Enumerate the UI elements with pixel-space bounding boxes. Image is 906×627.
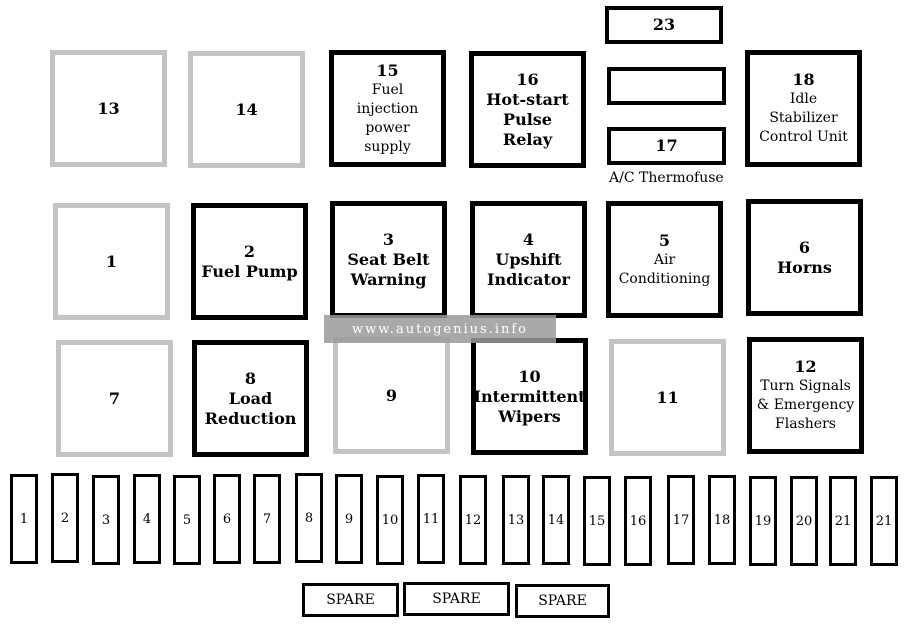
relay-number: 1 — [105, 251, 118, 271]
relay-number: 6 — [798, 237, 811, 257]
relay-14: 14 — [188, 51, 305, 168]
relay-number: 23 — [652, 15, 676, 34]
relay-label-line: Pulse — [503, 109, 552, 129]
relay-label-line: Conditioning — [618, 270, 711, 287]
fuse-6: 6 — [213, 474, 241, 564]
fuse-20: 20 — [790, 476, 818, 566]
relay-label-line: Indicator — [487, 269, 570, 289]
relay-23: 23 — [605, 6, 723, 44]
relay-number: 5 — [658, 230, 671, 250]
relay-number: 8 — [244, 368, 257, 388]
fuse-13: 13 — [502, 475, 530, 565]
relay-number: 17 — [655, 136, 678, 155]
relay-16: 16 Hot-start Pulse Relay — [469, 51, 586, 168]
relay-number: 16 — [516, 69, 539, 89]
relay-label-line: Idle — [789, 91, 818, 107]
relay-label-line: Turn Signals — [760, 378, 851, 394]
relay-label-line: Flashers — [775, 416, 836, 432]
relay-9: 9 — [333, 337, 450, 454]
fuse-2: 2 — [51, 473, 79, 563]
relay-17: 17 — [607, 127, 726, 165]
relay-number: 12 — [794, 357, 817, 376]
fuse-15: 15 — [583, 476, 611, 566]
relay-18: 18 Idle Stabilizer Control Unit — [745, 50, 862, 167]
relay-1: 1 — [53, 203, 170, 320]
relay-3: 3 Seat Belt Warning — [330, 201, 447, 318]
relay-label-line: & Emergency — [756, 397, 855, 413]
relay-label-line: Control Unit — [759, 129, 848, 145]
relay-label-line: Warning — [350, 269, 427, 289]
fuse-9: 9 — [335, 474, 363, 564]
fuse-12: 12 — [459, 475, 487, 565]
spare-slot-3: SPARE — [515, 584, 610, 618]
relay-label-line: Load — [228, 388, 273, 408]
fuse-4: 4 — [133, 474, 161, 564]
fuse-18: 18 — [708, 475, 736, 565]
relay-number: 13 — [97, 98, 120, 118]
relay-label-line: Hot-start — [486, 89, 569, 109]
relay-15: 15 Fuel injection power supply — [329, 50, 446, 167]
relay-number: 10 — [518, 366, 541, 386]
fuse-10: 10 — [376, 475, 404, 565]
relay-5: 5 Air Conditioning — [606, 201, 723, 318]
fuse-11: 11 — [417, 474, 445, 564]
watermark: www.autogenius.info — [324, 315, 556, 343]
fuse-19: 19 — [749, 476, 777, 566]
fuse-3: 3 — [92, 475, 120, 565]
relay-number: 14 — [235, 99, 258, 119]
relay-12: 12 Turn Signals & Emergency Flashers — [747, 337, 864, 454]
relay-label-line: injection — [356, 100, 419, 117]
relay-number: 2 — [243, 241, 256, 261]
relay-label-line: Intermittent — [473, 386, 586, 406]
relay-2: 2 Fuel Pump — [191, 203, 308, 320]
relay-label-line: Wipers — [498, 406, 561, 426]
relay-slot-unlabeled — [607, 67, 726, 105]
relay-number: 9 — [385, 385, 398, 405]
relay-label-line: power — [365, 119, 410, 136]
relay-label-line: Upshift — [495, 249, 562, 269]
fuse-21: 21 — [829, 476, 857, 566]
relay-label-line: Stabilizer — [769, 110, 838, 126]
relay-number: 7 — [108, 388, 121, 408]
fuse-22: 21 — [870, 476, 898, 566]
fuse-17: 17 — [667, 475, 695, 565]
relay-label-line: Relay — [502, 129, 553, 149]
relay-number: 15 — [376, 60, 399, 80]
relay-label-line: Fuel — [371, 81, 404, 98]
fuse-8: 8 — [295, 473, 323, 563]
relay-label-line: supply — [364, 138, 411, 155]
fuse-1: 1 — [10, 474, 38, 564]
relay-number: 18 — [792, 70, 815, 89]
relay-10: 10 Intermittent Wipers — [471, 338, 588, 455]
fuse-5: 5 — [173, 475, 201, 565]
fuse-14: 14 — [542, 475, 570, 565]
fuse-7: 7 — [253, 474, 281, 564]
relay-label-line: Seat Belt — [347, 249, 430, 269]
fuse-16: 16 — [624, 476, 652, 566]
relay-7: 7 — [56, 340, 173, 457]
relay-number: 11 — [656, 387, 679, 407]
spare-slot-1: SPARE — [302, 583, 399, 617]
spare-slot-2: SPARE — [403, 582, 510, 616]
relay-number: 3 — [382, 229, 395, 249]
relay-4: 4 Upshift Indicator — [470, 201, 587, 318]
relay-label-line: Reduction — [204, 408, 297, 428]
relay-11: 11 — [609, 339, 726, 456]
relay-8: 8 Load Reduction — [192, 340, 309, 457]
relay-label-line: Air — [653, 251, 676, 268]
relay-label-line: Fuel Pump — [201, 261, 298, 281]
relay-number: 4 — [522, 229, 535, 249]
relay-13: 13 — [50, 50, 167, 167]
thermofuse-caption: A/C Thermofuse — [609, 170, 724, 186]
relay-6: 6 Horns — [746, 199, 863, 316]
relay-label-line: Horns — [777, 257, 832, 277]
